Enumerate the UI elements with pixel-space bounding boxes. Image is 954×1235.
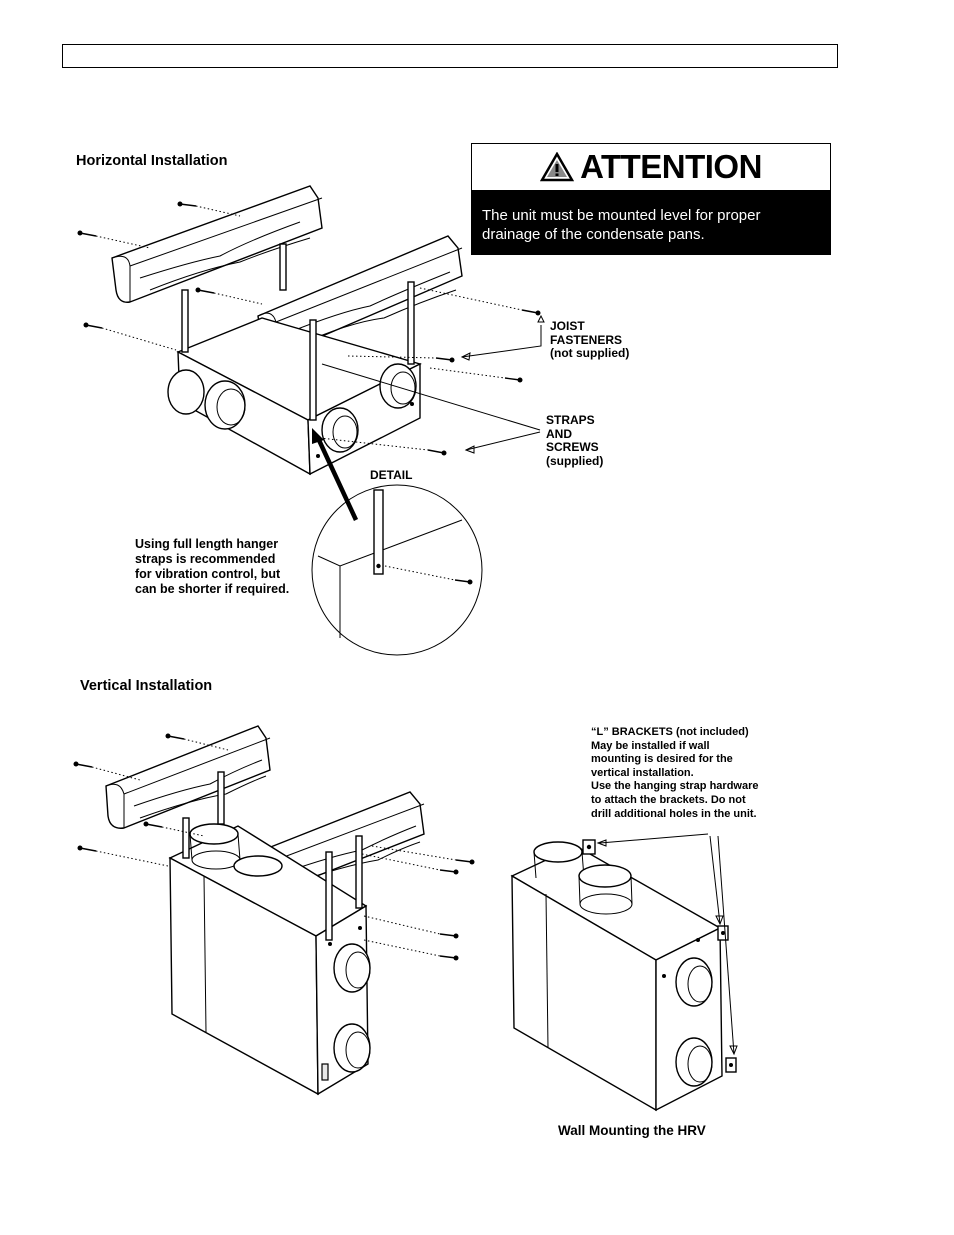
vertical-installation-title: Vertical Installation	[80, 678, 213, 694]
hanger-strap-note: Using full length hanger straps is recom…	[135, 537, 289, 597]
horizontal-installation-title: Horizontal Installation	[76, 153, 228, 169]
note-line: “L” BRACKETS (not included)	[591, 726, 749, 738]
straps-screws-callout: STRAPS AND SCREWS (supplied)	[546, 413, 604, 468]
wall-mounting-caption: Wall Mounting the HRV	[558, 1123, 706, 1138]
callout-line: SCREWS	[546, 440, 599, 454]
callout-line: (supplied)	[546, 453, 604, 468]
attention-message-line2: drainage of the condensate pans.	[482, 226, 705, 243]
hanger-straps	[182, 771, 363, 941]
hanger-straps	[181, 243, 415, 421]
note-line: Using full length hanger	[135, 537, 279, 551]
note-line: for vibration control, but	[135, 567, 281, 581]
joist-beam	[111, 185, 323, 303]
note-line: May be installed if wall	[591, 739, 710, 752]
joist-fasteners-callout: JOIST FASTENERS (not supplied)	[550, 319, 630, 361]
horizontal-installation-drawing	[77, 185, 545, 656]
detail-circle	[311, 484, 483, 656]
note-line: can be shorter if required.	[135, 582, 290, 596]
page-header-box	[62, 44, 838, 68]
note-line: mounting is desired for the	[591, 753, 733, 766]
joist-fasteners	[77, 201, 541, 456]
warning-triangle-icon	[540, 152, 575, 182]
note-line: drill additional holes in the unit.	[591, 807, 757, 820]
attention-message-line1: The unit must be mounted level for prope…	[482, 207, 761, 224]
wall-mounting-drawing	[510, 833, 738, 1112]
joist-fasteners	[73, 733, 475, 961]
vertical-installation-drawing	[73, 725, 475, 1096]
hrv-unit-horizontal	[167, 317, 422, 476]
joist-beam	[105, 725, 271, 829]
attention-header: ATTENTION	[472, 144, 830, 190]
callout-line: FASTENERS	[550, 332, 623, 347]
hrv-unit-vertical	[168, 823, 371, 1096]
callout-line: (not supplied)	[550, 346, 630, 360]
attention-message: The unit must be mounted level for prope…	[472, 190, 830, 254]
attention-title: ATTENTION	[580, 148, 762, 185]
callout-line: STRAPS	[546, 413, 595, 427]
callout-leaders	[321, 314, 545, 454]
callout-line: AND	[546, 426, 572, 441]
note-line: to attach the brackets. Do not	[591, 793, 746, 806]
note-line: straps is recommended	[135, 552, 276, 566]
attention-box: ATTENTION The unit must be mounted level…	[471, 143, 831, 255]
l-brackets-note: “L” BRACKETS (not included) May be insta…	[591, 726, 758, 821]
detail-label: DETAIL	[370, 468, 413, 482]
note-line: Use the hanging strap hardware	[591, 780, 759, 793]
callout-line: JOIST	[550, 319, 585, 333]
detail-arrow	[315, 437, 359, 521]
note-line: vertical installation.	[591, 766, 694, 779]
